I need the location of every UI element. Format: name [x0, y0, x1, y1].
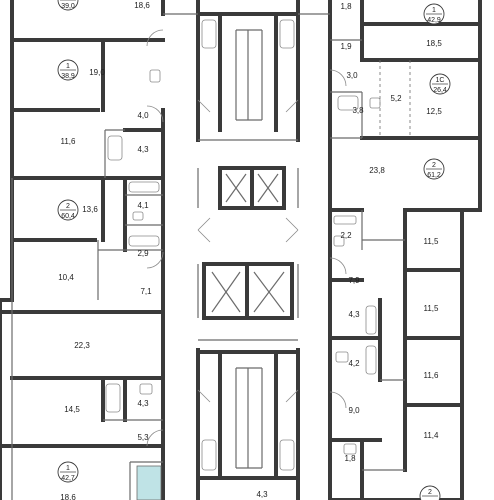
- room-area-label: 18,6: [134, 1, 150, 10]
- apartment-total-area: 42,7: [61, 475, 75, 482]
- room-area-label: 11,4: [424, 431, 440, 440]
- room-area-label: 3,8: [352, 106, 364, 115]
- room-area-label: 1,8: [340, 2, 352, 11]
- apartment-total-area: 38,9: [61, 73, 75, 80]
- apartment-number: 1: [66, 465, 70, 472]
- room-area-label: 11,5: [424, 237, 440, 246]
- room-area-label: 11,6: [61, 137, 77, 146]
- room-area-label: 11,6: [424, 371, 440, 380]
- room-area-label: 23,8: [369, 166, 385, 175]
- room-area-label: 1,8: [344, 454, 356, 463]
- balcony-highlight: [136, 465, 162, 500]
- door-swings: [146, 29, 347, 447]
- room-area-label: 13,6: [82, 205, 98, 214]
- room-area-label: 18,6: [60, 493, 76, 500]
- room-area-label: 4,3: [137, 399, 149, 408]
- room-area-label: 7,9: [348, 276, 360, 285]
- load-bearing-walls: [0, 0, 482, 500]
- room-area-label: 4,2: [348, 359, 360, 368]
- room-area-label: 5,3: [137, 433, 149, 442]
- room-area-label: 2,9: [137, 249, 149, 258]
- room-area-label: 4,0: [137, 111, 149, 120]
- room-area-label: 22,3: [74, 341, 90, 350]
- room-area-label: 4,1: [137, 201, 149, 210]
- room-area-label: 11,5: [424, 304, 440, 313]
- room-area-label: 10,4: [58, 273, 74, 282]
- room-area-label: 14,5: [64, 405, 80, 414]
- room-area-label: 12,5: [426, 107, 442, 116]
- apartment-number: 2: [432, 162, 436, 169]
- apartment-total-area: 26,4: [433, 87, 447, 94]
- apartment-number: 1: [66, 63, 70, 70]
- room-area-label: 3,0: [346, 71, 358, 80]
- apartment-number: 1: [432, 7, 436, 14]
- apartment-number: 2: [428, 489, 432, 496]
- apartment-total-area: 60,4: [61, 213, 75, 220]
- apartment-total-area: 39,0: [61, 3, 75, 10]
- room-area-label: 4,3: [348, 310, 360, 319]
- apartment-marker-circle: [419, 485, 441, 500]
- room-area-label: 9,0: [348, 406, 360, 415]
- apartment-marker-circle: [57, 0, 79, 11]
- room-area-label: 1,9: [340, 42, 352, 51]
- room-area-label: 7,1: [140, 287, 152, 296]
- apartment-number: 1С: [436, 77, 445, 84]
- room-area-label: 5,2: [390, 94, 402, 103]
- room-area-label: 4,3: [137, 145, 149, 154]
- room-area-label: 18,5: [426, 39, 442, 48]
- apartment-number: 2: [66, 203, 70, 210]
- partition-walls: [11, 13, 405, 500]
- apartment-total-area: 42,9: [427, 17, 441, 24]
- room-area-label: 2,2: [340, 231, 352, 240]
- sanitary-fixtures: [105, 19, 381, 471]
- apartment-total-area: 61,2: [427, 172, 441, 179]
- room-area-label: 19,0: [89, 68, 105, 77]
- room-area-label: 4,3: [256, 490, 268, 499]
